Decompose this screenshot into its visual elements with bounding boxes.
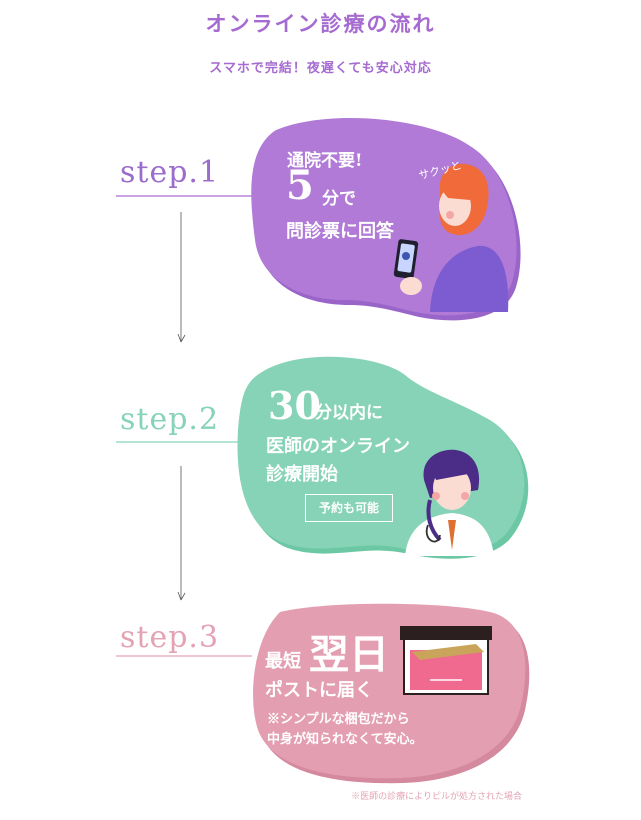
step2-minutes: 30 <box>268 383 321 428</box>
step3-description: ポストに届く <box>265 680 373 701</box>
step3-note-line1: ※シンプルな梱包だから <box>267 712 410 727</box>
step3-note-line2: 中身が知られなくて安心。 <box>267 732 423 747</box>
step3-prefix: 最短 <box>265 651 301 672</box>
step2-description-line1: 医師のオンライン <box>266 436 410 457</box>
doctor-illustration <box>405 449 494 556</box>
page-subtitle: スマホで完結！夜遅くても安心対応 <box>209 61 432 76</box>
step1-description: 問診票に回答 <box>286 221 394 242</box>
step3-label: step.3 <box>120 620 220 655</box>
step3-next-day: 翌日 <box>309 631 389 678</box>
woman-phone-illustration <box>393 163 509 312</box>
step1-label: step.1 <box>120 155 220 190</box>
step1-minutes-suffix: 分で <box>322 189 356 209</box>
step2-description-line2: 診療開始 <box>266 464 338 485</box>
step2-label: step.2 <box>120 402 220 437</box>
step1-minutes: 5 <box>286 162 314 209</box>
step2-arrow-icon <box>177 591 186 601</box>
page-title: オンライン診療の流れ <box>205 11 436 36</box>
mailbox-package-illustration <box>400 626 492 695</box>
reservation-badge: 予約も可能 <box>305 494 393 522</box>
footnote: ※医師の診療によりピルが処方された場合 <box>351 792 522 802</box>
step2-minutes-suffix: 分以内に <box>315 403 383 423</box>
step1-headline: 通院不要! <box>287 151 363 171</box>
step1-arrow-icon <box>177 333 186 343</box>
